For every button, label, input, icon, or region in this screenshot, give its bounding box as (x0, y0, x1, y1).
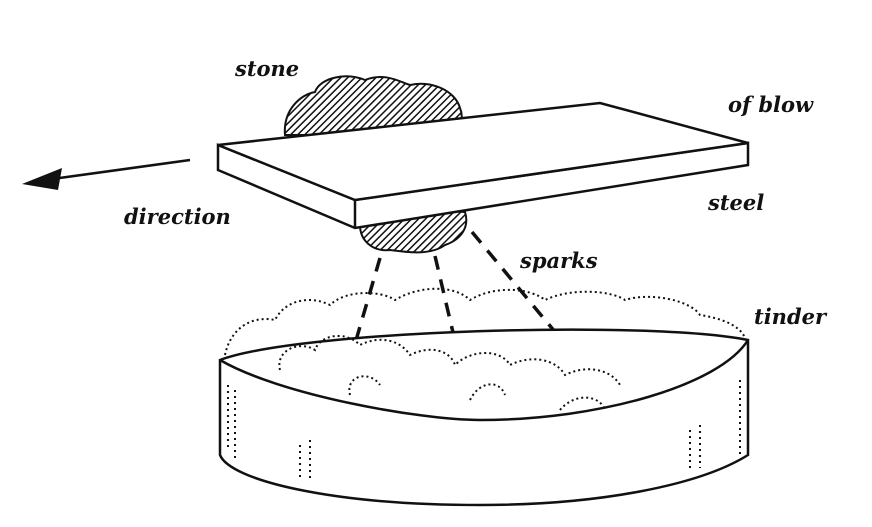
steel-plate (216, 101, 750, 230)
direction-arrow (22, 158, 191, 190)
stone-top (283, 75, 463, 136)
label-tinder: tinder (754, 304, 827, 329)
label-stone: stone (235, 56, 300, 81)
label-of-blow: of blow (728, 92, 814, 117)
label-direction: direction (124, 204, 231, 229)
tinder-dish (218, 287, 750, 507)
label-steel: steel (708, 190, 765, 215)
label-sparks: sparks (520, 248, 598, 273)
